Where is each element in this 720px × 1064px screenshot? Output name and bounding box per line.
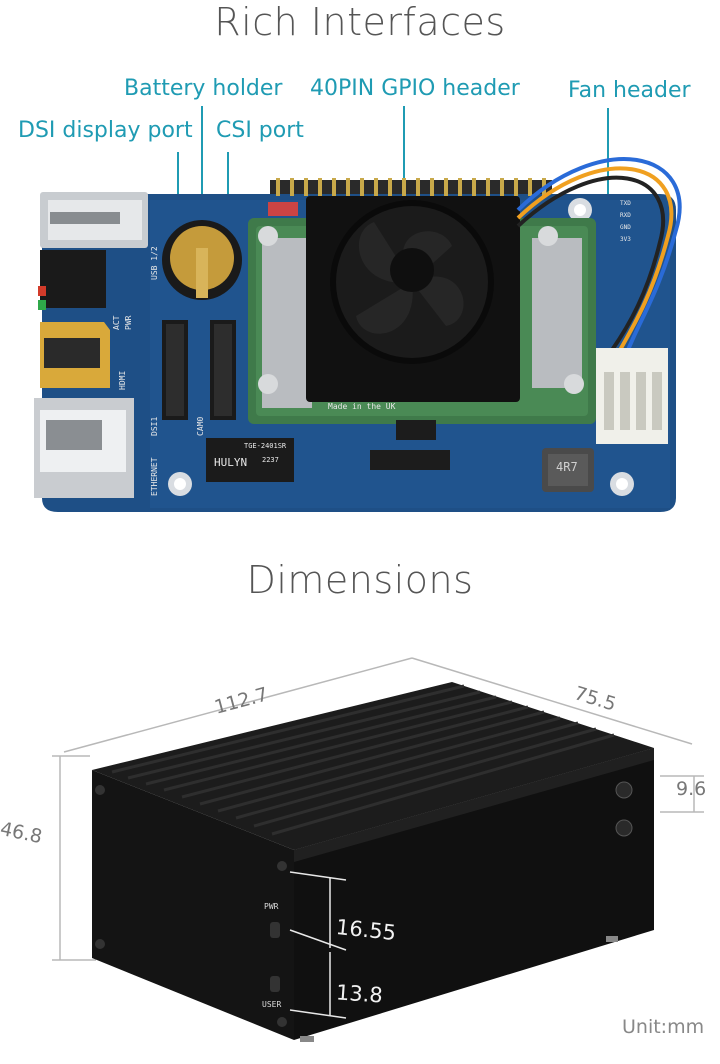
silk-chip-brand: HULYN (214, 456, 248, 469)
user-button (270, 976, 280, 992)
dim-user-offset: 13.8 (335, 980, 384, 1008)
pwr-button (270, 922, 280, 938)
ethernet-port-icon (34, 398, 134, 498)
silk-3v3: 3V3 (620, 236, 631, 243)
unit-label: Unit:mm (622, 1016, 705, 1038)
power-jack (40, 250, 106, 308)
dim-button-gap: 9.6 (676, 778, 707, 800)
side-button-bottom (615, 819, 633, 837)
silk-chip-code: 2237 (262, 456, 279, 464)
callout-battery-holder: Battery holder (124, 76, 283, 101)
silk-txd: TXD (620, 200, 631, 207)
fan-wires (516, 157, 682, 352)
mounting-holes (168, 198, 634, 496)
silk-made-in: Made in the UK (328, 402, 396, 411)
case-label-user: USER (262, 1000, 282, 1009)
case-front (92, 770, 294, 1040)
interfaces-title: Rich Interfaces (214, 0, 506, 44)
callout-csi-port: CSI port (216, 118, 304, 143)
silk-rxd: RXD (620, 212, 631, 219)
transformer-chip (206, 438, 294, 482)
callout-fan-header: Fan header (568, 78, 691, 103)
fan-icon (330, 200, 494, 364)
dimension-lines (52, 657, 704, 961)
silk-gnd: GND (620, 224, 631, 231)
hdmi-port-icon (40, 322, 110, 388)
front-measure-lines (289, 871, 347, 1019)
silk-inductor: 4R7 (556, 460, 578, 474)
battery-icon (162, 220, 242, 300)
case-label-pwr: PWR (264, 902, 279, 911)
silk-chip-model: TGE-2401SR (244, 442, 287, 450)
usb-port-icon (40, 192, 148, 248)
callout-gpio-header: 40PIN GPIO header (310, 76, 520, 101)
callout-dsi-port: DSI display port (18, 118, 193, 143)
dimensions-title: Dimensions (246, 558, 474, 602)
gpio-header (270, 178, 552, 196)
side-button-top (615, 781, 633, 799)
case-side (294, 748, 654, 1040)
heatsink-ribs (111, 684, 615, 836)
